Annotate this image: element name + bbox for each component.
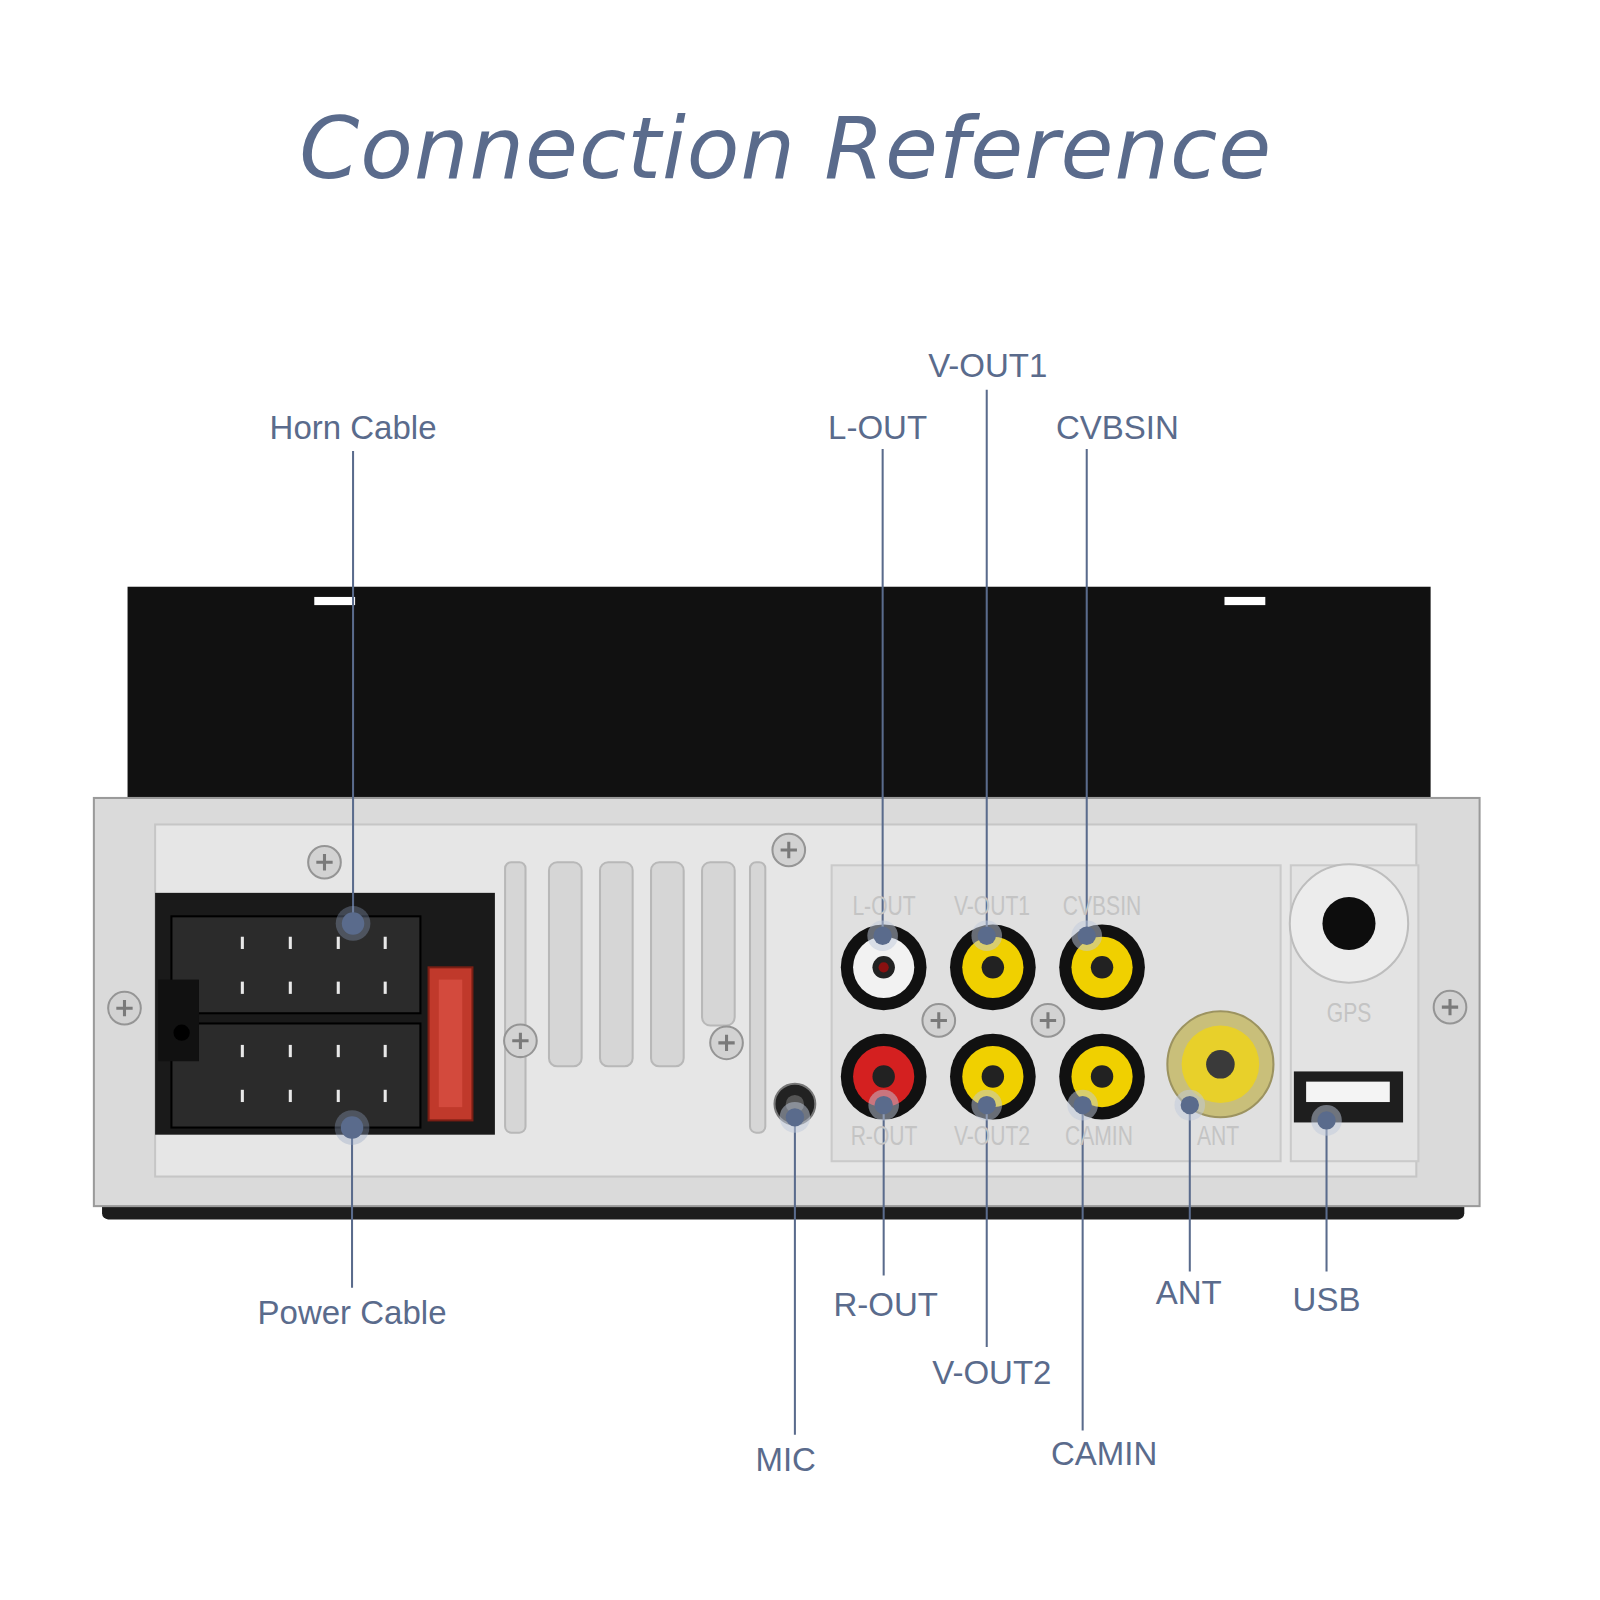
fuse	[429, 967, 473, 1120]
port-marking: CVBSIN	[1063, 893, 1141, 920]
rear-panel	[155, 824, 1416, 1176]
leader-lines	[352, 390, 1326, 1435]
iso-connector	[155, 893, 495, 1135]
chassis	[94, 798, 1480, 1206]
gps-port	[1290, 864, 1408, 982]
connector-socket	[171, 1023, 420, 1127]
port-marking: CAMIN	[1065, 1122, 1133, 1149]
fuse-body	[439, 980, 462, 1108]
heatsink	[505, 862, 765, 1132]
callout-label: V-OUT2	[932, 1356, 1051, 1389]
connector-notch	[158, 980, 199, 1062]
screw-slots	[116, 842, 1458, 1051]
port-marking: R-OUT	[850, 1122, 917, 1149]
port-marking: L-OUT	[852, 893, 915, 920]
callout-label: CAMIN	[1051, 1437, 1157, 1470]
port-marking: GPS	[1327, 1000, 1371, 1027]
callout-label: R-OUT	[833, 1288, 937, 1321]
callout-label: Power Cable	[258, 1296, 447, 1329]
screws	[108, 834, 1466, 1060]
callout-label: USB	[1293, 1282, 1361, 1315]
callout-label: ANT	[1156, 1275, 1222, 1308]
rca-panel	[832, 865, 1281, 1161]
top-plate	[128, 587, 1431, 806]
callout-label: V-OUT1	[928, 349, 1047, 382]
port-marking: V-OUT2	[954, 1122, 1030, 1149]
leader-dots	[335, 906, 1342, 1145]
callout-label: MIC	[755, 1443, 816, 1476]
connector-socket	[171, 916, 420, 1013]
port-marking: V-OUT1	[954, 893, 1030, 920]
plate-slot	[1224, 597, 1265, 605]
callout-label: CVBSIN	[1056, 410, 1179, 443]
connector-pins	[241, 937, 387, 1102]
usb-port	[1294, 1071, 1403, 1122]
port-marking: ANT	[1197, 1122, 1239, 1149]
callout-label: Horn Cable	[270, 410, 437, 443]
plate-slot	[314, 597, 355, 605]
antenna-jack	[1167, 1011, 1273, 1117]
callout-label: L-OUT	[828, 410, 927, 443]
connector-hole	[173, 1024, 189, 1040]
page-title: Connection Reference	[299, 105, 1272, 191]
